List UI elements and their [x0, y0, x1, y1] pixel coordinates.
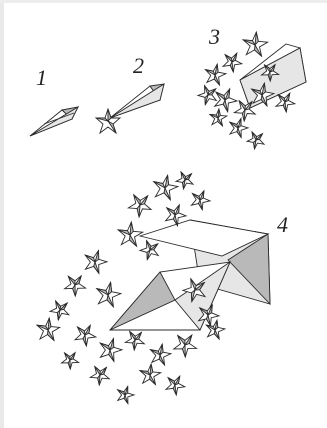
stage-1-figure — [30, 107, 78, 136]
star-cluster — [37, 172, 225, 404]
stage-4-figure — [37, 172, 270, 404]
stage-2-figure — [96, 84, 164, 133]
stage-3-figure — [198, 32, 306, 149]
